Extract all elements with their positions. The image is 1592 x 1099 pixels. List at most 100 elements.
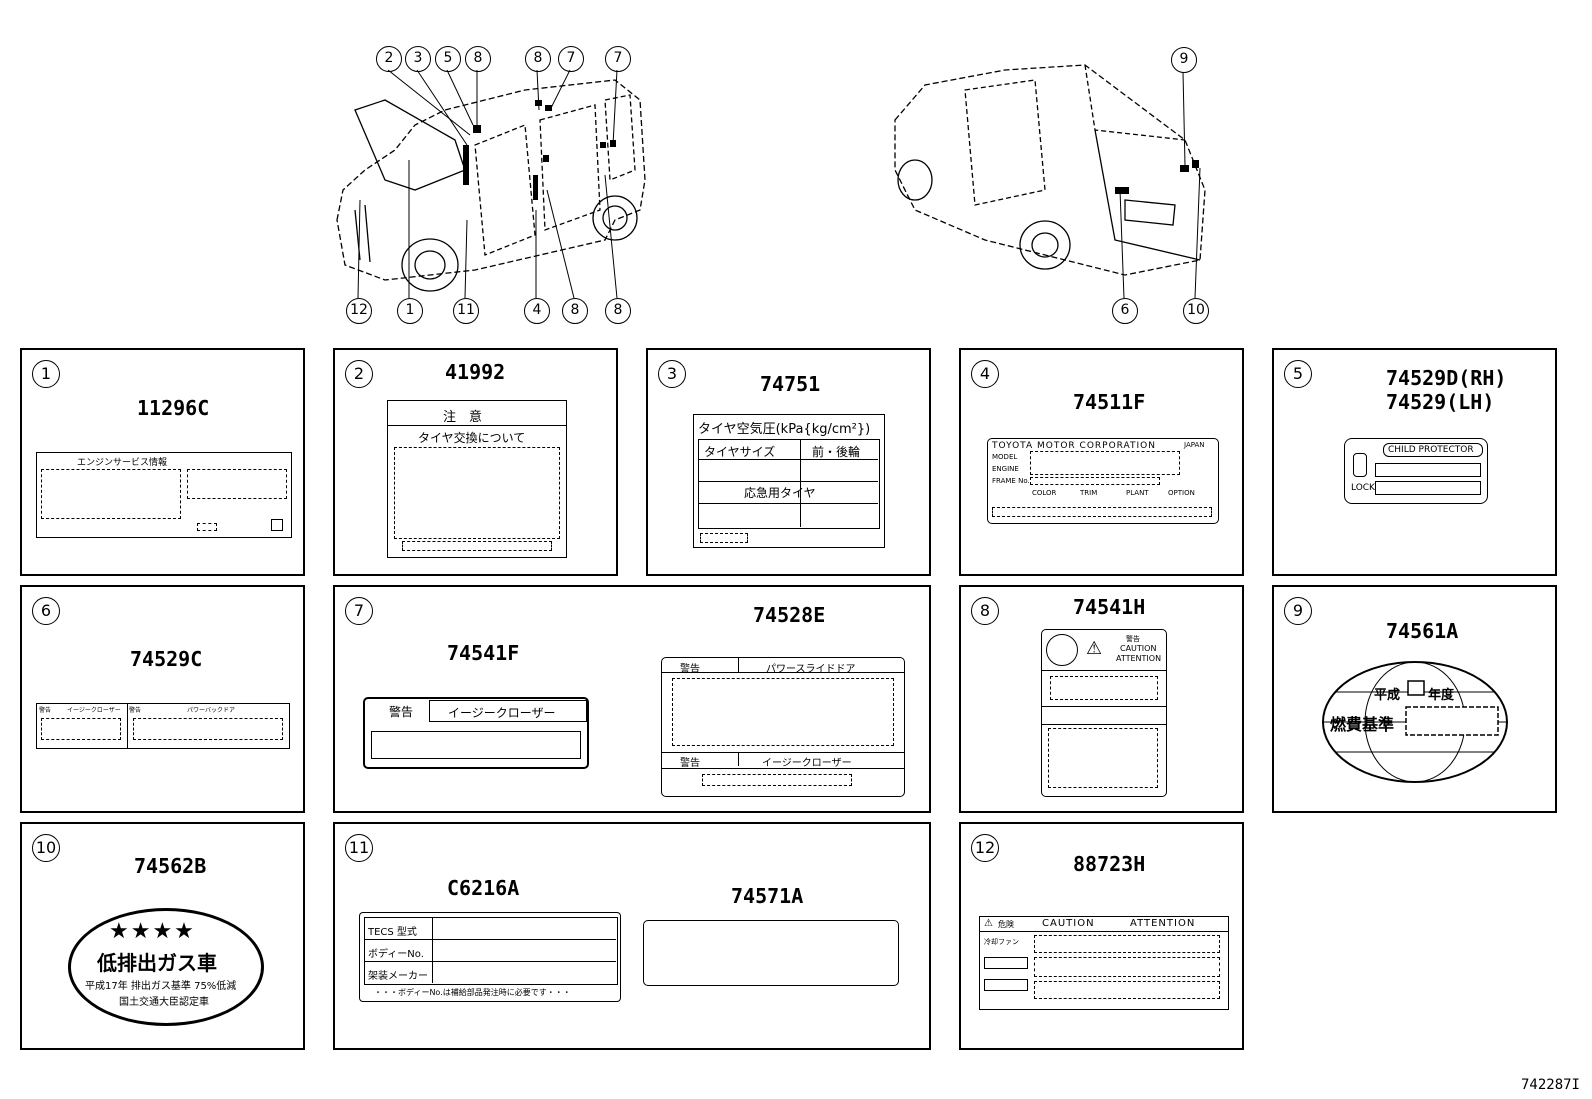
power-slide-door-label: 警告 パワースライドドア 警告 イージークローザー xyxy=(661,657,905,797)
warn-b: 警告 xyxy=(680,758,700,769)
callout-7: 7 xyxy=(605,46,631,72)
low-emission-title: 低排出ガス車 xyxy=(97,951,217,975)
year-suffix: 年度 xyxy=(1428,688,1455,703)
label-field xyxy=(1030,451,1180,475)
part-number: 11296C xyxy=(137,396,210,420)
label-box xyxy=(271,519,283,531)
easy-closer-title-box: イージークローザー xyxy=(429,700,587,722)
attention-text: ATTENTION xyxy=(1116,654,1162,663)
panel-7: 7 74541F 74528E 警告 イージークローザー 警告 パワースライドド… xyxy=(333,585,931,813)
label-field xyxy=(41,718,121,740)
callout-6: 6 xyxy=(1112,298,1138,324)
panel-number: 7 xyxy=(345,597,373,625)
front-leader-lines xyxy=(357,69,618,299)
warn-a: 警告 xyxy=(680,664,700,675)
footnote: ・・・ボディーNo.は補給部品発注時に必要です・・・ xyxy=(374,988,571,997)
callout-10: 10 xyxy=(1183,298,1209,324)
warn-text: 警告 xyxy=(1126,635,1140,643)
vehicle-id-plate: TOYOTA MOTOR CORPORATION JAPAN MODEL ENG… xyxy=(987,438,1219,524)
field-engine: ENGINE xyxy=(992,465,1019,473)
warning-triangle-icon: ⚠ xyxy=(1086,638,1103,659)
label-field xyxy=(402,541,552,551)
child-protector-label: CHILD PROTECTOR LOCK xyxy=(1344,438,1488,504)
child-protector-title: CHILD PROTECTOR xyxy=(1388,445,1474,455)
label-title: 注 意 xyxy=(443,410,483,425)
part-number-right: 74571A xyxy=(731,884,804,908)
label-field xyxy=(1048,728,1158,788)
panel-6: 6 74529C 警告 イージークローザー 警告 パワーバックドア xyxy=(20,585,305,813)
attention-text: ATTENTION xyxy=(1130,918,1196,929)
callout-8: 8 xyxy=(562,298,588,324)
callout-3: 3 xyxy=(405,46,431,72)
panel-number: 11 xyxy=(345,834,373,862)
label-field xyxy=(394,447,560,539)
part-number-left: C6216A xyxy=(447,876,520,900)
emission-standard: 平成17年 排出ガス基準 75%低減 xyxy=(85,981,237,992)
callout-2: 2 xyxy=(376,46,402,72)
lock-icon xyxy=(1353,453,1367,477)
ministry-cert: 国土交通大臣認定車 xyxy=(119,997,209,1008)
part-number: 88723H xyxy=(1073,852,1146,876)
label-field xyxy=(672,678,894,746)
label-field xyxy=(702,774,852,786)
part-number: 74561A xyxy=(1386,619,1459,643)
part-number-right: 74528E xyxy=(753,603,826,627)
label-box xyxy=(984,979,1028,991)
callout-11: 11 xyxy=(453,298,479,324)
body-number: ボディーNo. xyxy=(368,949,424,960)
caution-label: ⚠ 警告 CAUTION ATTENTION xyxy=(1041,629,1167,797)
part-number: 74541H xyxy=(1073,595,1146,619)
label-field xyxy=(187,469,287,499)
rear-car-illustration xyxy=(894,64,1206,276)
label-box xyxy=(984,957,1028,969)
part-number-left: 74541F xyxy=(447,641,520,665)
panel-number: 6 xyxy=(32,597,60,625)
low-emission-oval: ★★★★ 低排出ガス車 平成17年 排出ガス基準 75%低減 国土交通大臣認定車 xyxy=(68,908,264,1026)
part-number: 74751 xyxy=(760,372,821,396)
tecs-label: TECS 型式 ボディーNo. 架装メーカー ・・・ボディーNo.は補給部品発注… xyxy=(359,912,621,1002)
panel-number: 10 xyxy=(32,834,60,862)
panel-number: 1 xyxy=(32,360,60,388)
tecs-model: TECS 型式 xyxy=(368,927,417,938)
panel-1: 1 11296C エンジンサービス情報 xyxy=(20,348,305,576)
coachbuilder: 架装メーカー xyxy=(368,971,428,982)
label-col: タイヤサイズ xyxy=(704,445,776,459)
panel-number: 8 xyxy=(971,597,999,625)
panel-4: 4 74511F TOYOTA MOTOR CORPORATION JAPAN … xyxy=(959,348,1244,576)
callout-9: 9 xyxy=(1171,47,1197,73)
label-field xyxy=(1375,481,1481,495)
label-field xyxy=(371,731,581,759)
callout-1: 1 xyxy=(397,298,423,324)
callout-8: 8 xyxy=(605,298,631,324)
caution-text: CAUTION xyxy=(1120,644,1157,653)
panel-12: 12 88723H ⚠ 危険 CAUTION ATTENTION 冷却ファン xyxy=(959,822,1244,1050)
label-field xyxy=(1034,935,1220,953)
label-field xyxy=(1034,981,1220,999)
field-plant: PLANT xyxy=(1126,489,1149,497)
label-field xyxy=(197,523,217,531)
callout-8: 8 xyxy=(465,46,491,72)
label-field xyxy=(1034,957,1220,977)
engine-service-label: エンジンサービス情報 xyxy=(36,452,292,538)
label-subtitle: タイヤ交換について xyxy=(418,431,526,445)
country: JAPAN xyxy=(1184,441,1205,449)
field-frame: FRAME No. xyxy=(992,477,1030,485)
warning-triangle-icon: ⚠ xyxy=(984,918,993,929)
label-field xyxy=(992,507,1212,517)
label-field xyxy=(700,533,748,543)
danger-text: 危険 xyxy=(998,920,1014,929)
fuel-standard-text: 燃費基準 xyxy=(1330,715,1395,734)
panel-number: 2 xyxy=(345,360,373,388)
rear-leader-lines xyxy=(1119,71,1201,299)
part-number: 74511F xyxy=(1073,390,1146,414)
diagram-id: 742287I xyxy=(1520,1077,1580,1093)
no-hand-icon xyxy=(1046,634,1078,666)
panel-5: 5 74529D(RH) 74529(LH) CHILD PROTECTOR L… xyxy=(1272,348,1557,576)
easy-closer-title: イージークローザー xyxy=(448,706,556,720)
panel-2: 2 41992 注 意 タイヤ交換について xyxy=(333,348,618,576)
field-option: OPTION xyxy=(1168,489,1195,497)
star-rating: ★★★★ xyxy=(109,919,196,944)
warn-1: 警告 xyxy=(39,707,52,714)
power-slide-door-title: パワースライドドア xyxy=(766,664,856,675)
part-number: 41992 xyxy=(445,360,506,384)
